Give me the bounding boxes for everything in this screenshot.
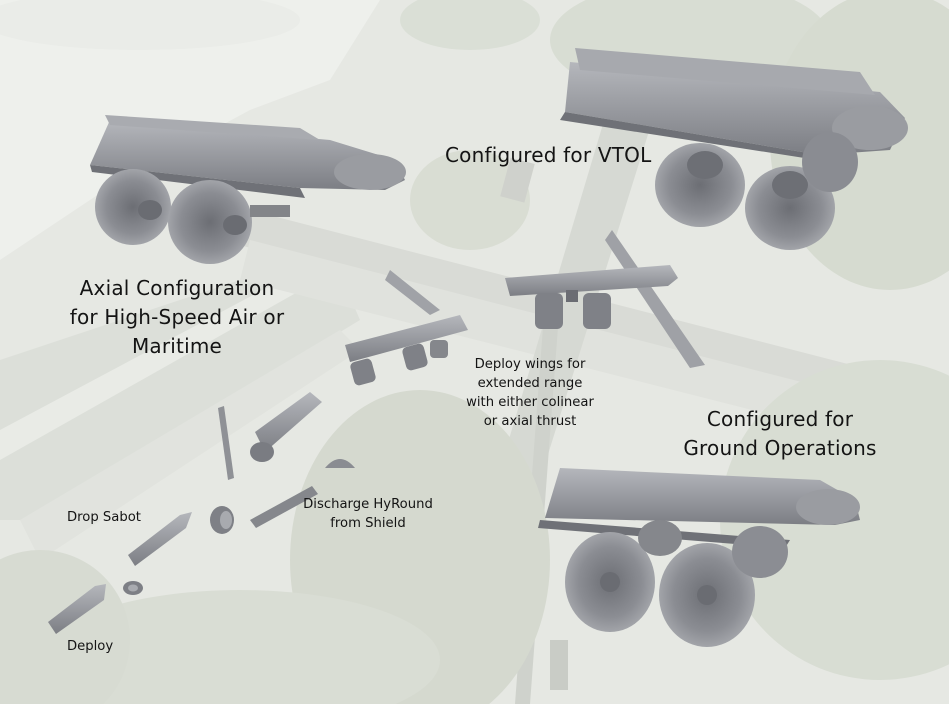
axial-label-line-1: Axial Configuration	[79, 276, 275, 300]
ground-label-line-2: Ground Operations	[683, 436, 877, 460]
wings-label-line-3: with either colinear	[466, 395, 594, 410]
shield-parts	[210, 392, 355, 534]
axial-label-line-2: for High-Speed Air or	[69, 305, 285, 329]
ground-wheel	[565, 520, 788, 647]
ground-ops-label: Configured for Ground Operations	[670, 405, 890, 463]
ground-label-line-1: Configured for	[706, 407, 854, 431]
discharge-label-line-1: Discharge HyRound	[303, 497, 433, 512]
axial-label-line-3: Maritime	[131, 334, 223, 358]
wings-label-line-4: or axial thrust	[483, 414, 577, 429]
vtol-vehicle	[560, 48, 908, 250]
drop-sabot-label: Drop Sabot	[67, 510, 141, 525]
discharge-label: Discharge HyRound from Shield	[298, 495, 438, 533]
wings-label-line-2: extended range	[477, 376, 583, 391]
axial-wheel	[95, 169, 290, 264]
axial-config-label: Axial Configuration for High-Speed Air o…	[57, 274, 297, 361]
deploy-label: Deploy	[67, 639, 114, 654]
deploy-wings-label: Deploy wings for extended range with eit…	[455, 355, 605, 431]
winged-vehicle	[505, 230, 705, 368]
unfolding-vehicle	[345, 270, 468, 386]
wings-label-line-1: Deploy wings for	[474, 357, 586, 372]
vtol-fan	[655, 132, 858, 250]
ground-vehicle	[538, 468, 860, 647]
vtol-label: Configured for VTOL	[445, 143, 652, 167]
axial-vehicle	[90, 115, 406, 264]
sabot-projectile	[48, 512, 192, 634]
discharge-label-line-2: from Shield	[330, 516, 406, 531]
